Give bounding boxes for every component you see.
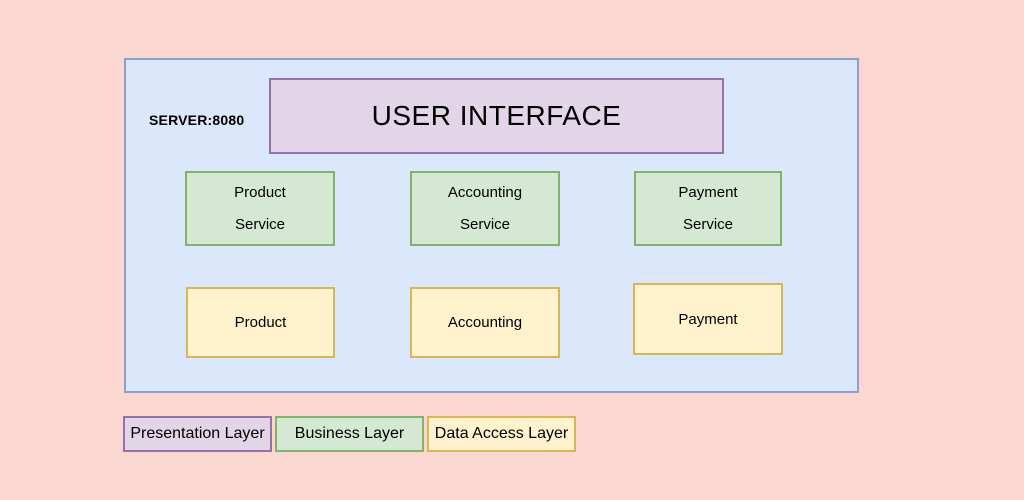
legend: Presentation Layer Business Layer Data A… [123, 416, 576, 452]
product-service-label-line1: Product [234, 183, 286, 201]
product-data-label: Product [234, 314, 287, 331]
legend-label-presentation: Presentation Layer [130, 425, 265, 442]
legend-label-data-access: Data Access Layer [434, 425, 569, 442]
product-service-box: Product Service [185, 171, 335, 246]
user-interface-label: USER INTERFACE [371, 100, 622, 131]
server-port-label: SERVER:8080 [149, 112, 245, 128]
legend-label-business: Business Layer [294, 425, 405, 442]
legend-item-data-access: Data Access Layer [427, 416, 576, 452]
accounting-service-label-line2: Service [459, 215, 511, 233]
product-service-label-line2: Service [234, 215, 286, 233]
user-interface-box: USER INTERFACE [269, 78, 724, 154]
payment-data-box: Payment [633, 283, 783, 355]
accounting-service-box: Accounting Service [410, 171, 560, 246]
legend-item-business: Business Layer [275, 416, 424, 452]
accounting-data-label: Accounting [447, 314, 523, 331]
accounting-data-box: Accounting [410, 287, 560, 358]
payment-service-label-line2: Service [682, 215, 734, 233]
payment-service-label-line1: Payment [678, 183, 738, 201]
payment-service-box: Payment Service [634, 171, 782, 246]
server-container-box: SERVER:8080 USER INTERFACE Product Servi… [124, 58, 859, 393]
product-data-box: Product [186, 287, 335, 358]
payment-data-label: Payment [678, 310, 738, 328]
legend-item-presentation: Presentation Layer [123, 416, 272, 452]
accounting-service-label-line1: Accounting [447, 183, 523, 201]
